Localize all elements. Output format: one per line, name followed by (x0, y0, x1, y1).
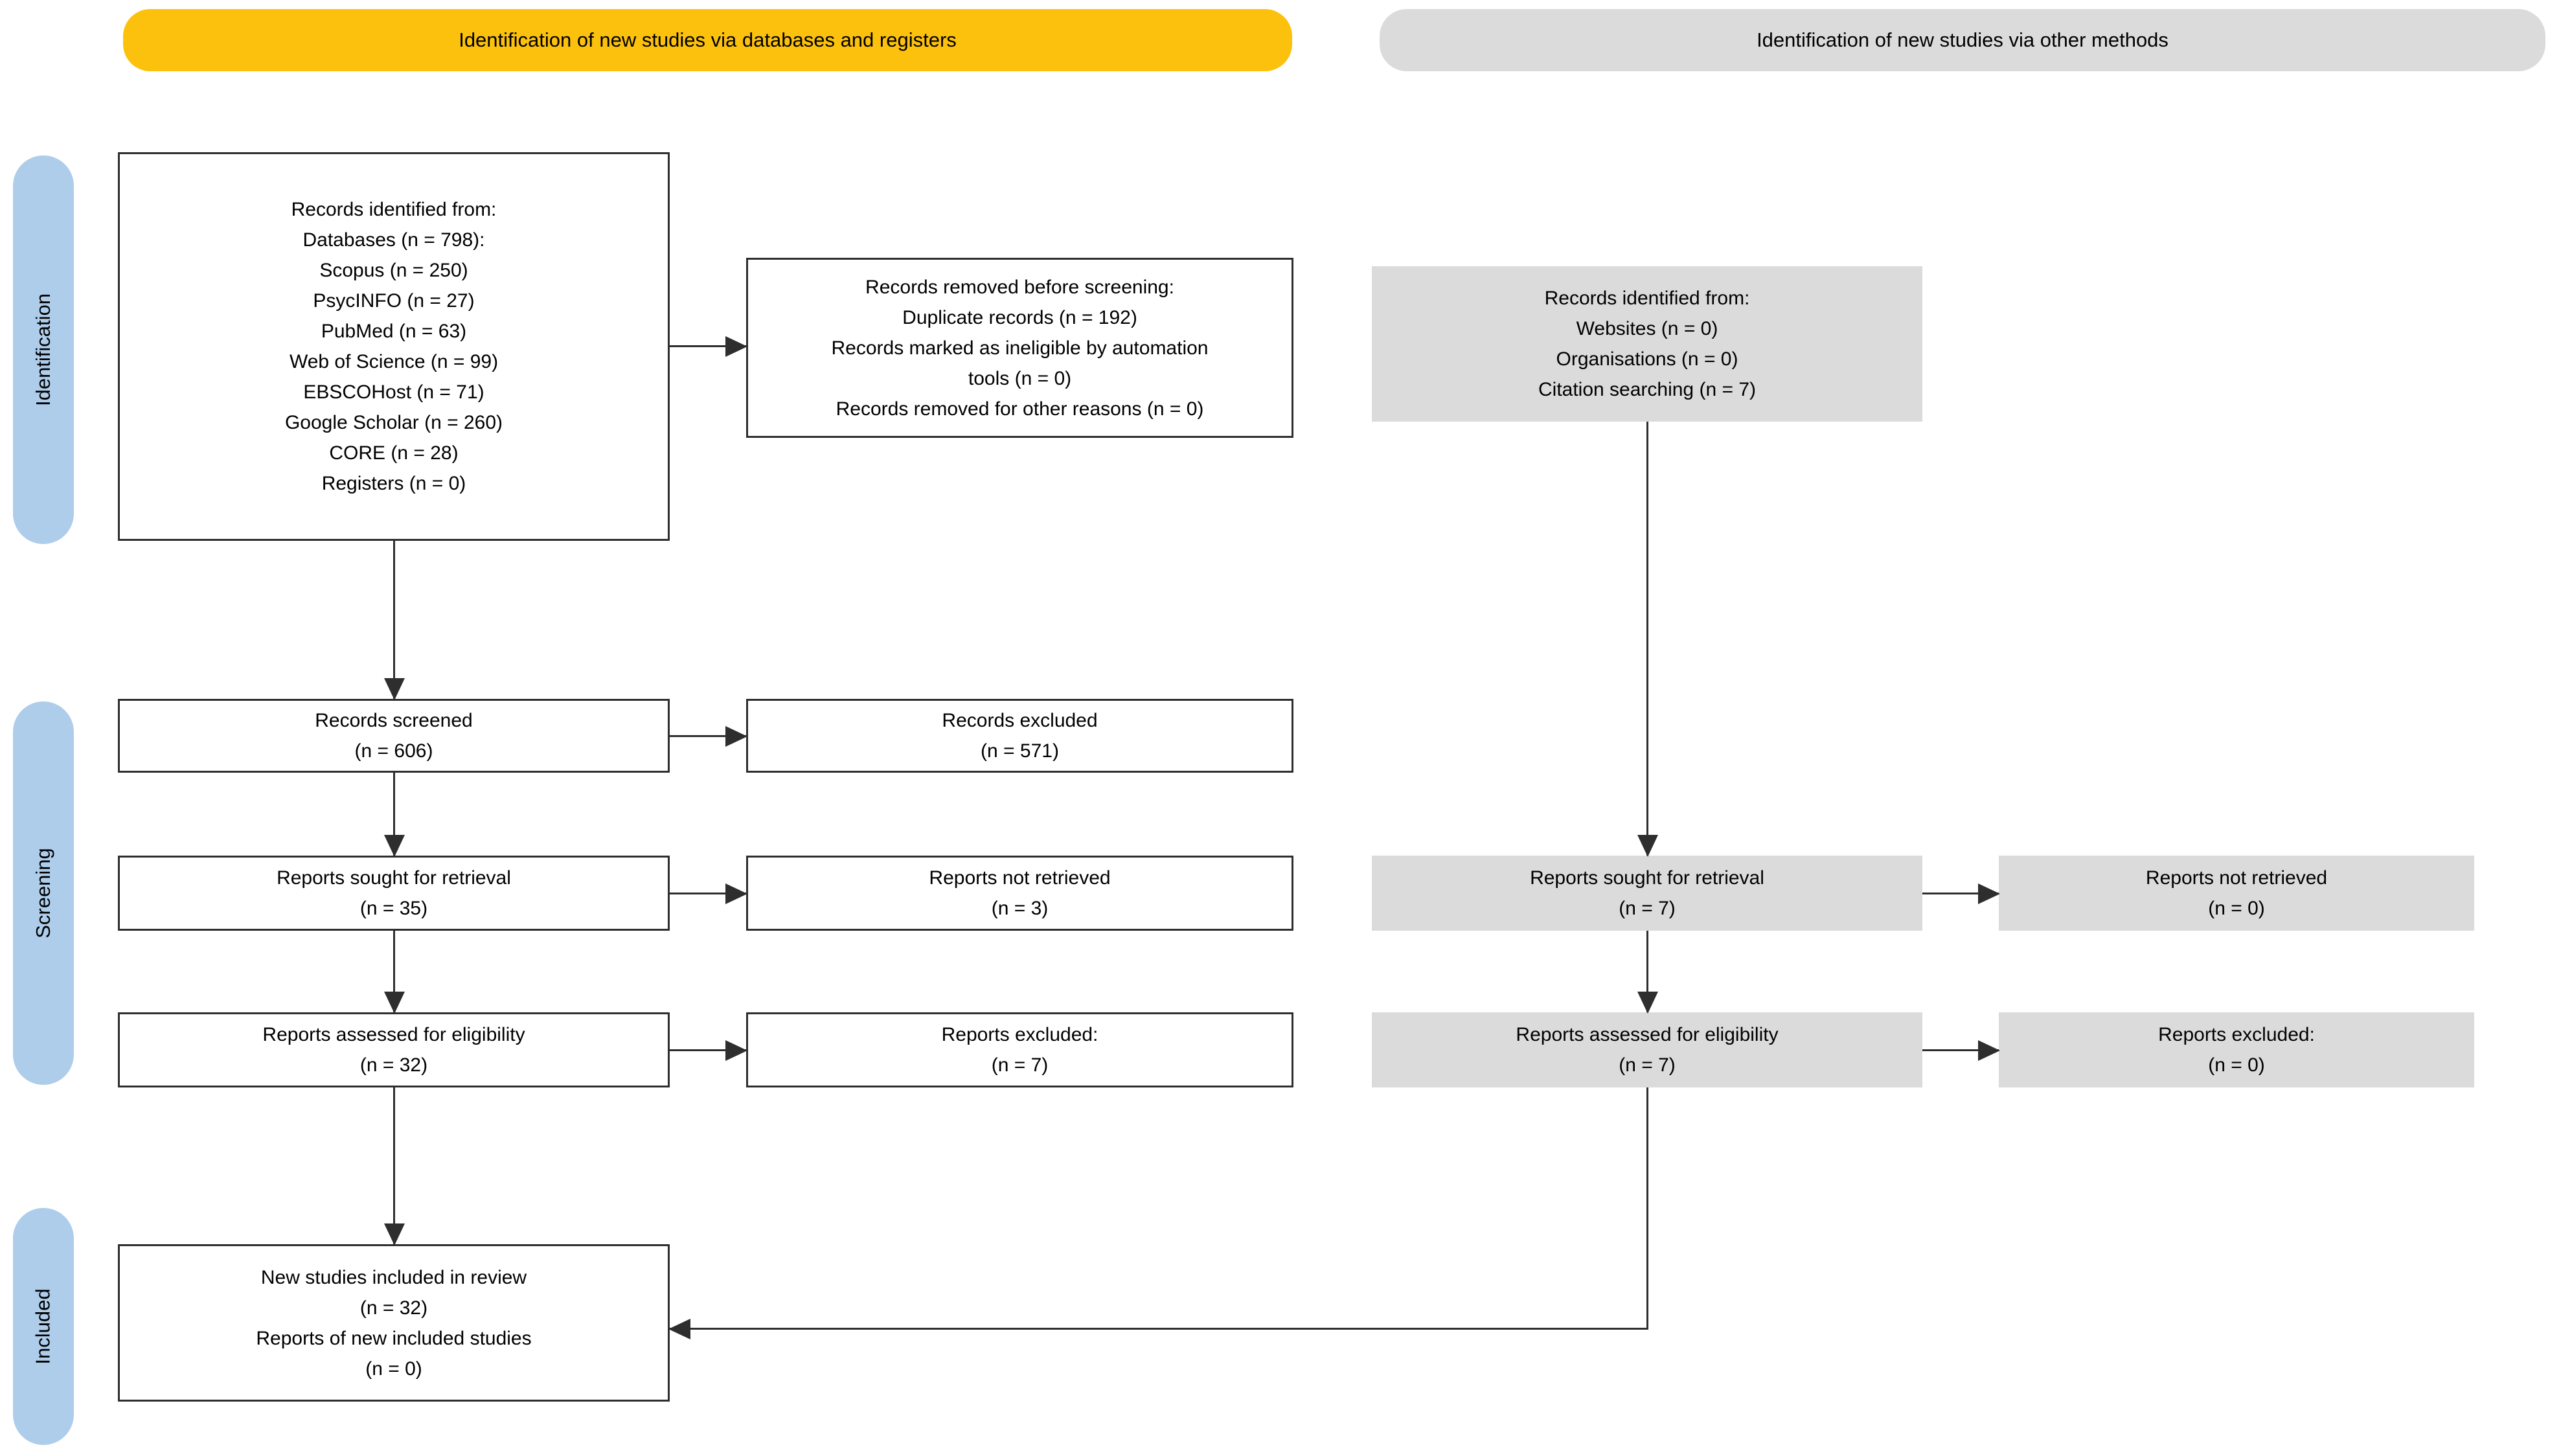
arrow-identified-to-screened (393, 541, 395, 699)
text-line: Records marked as ineligible by automati… (831, 337, 1209, 359)
arrow-assessed-to-excluded (670, 1049, 746, 1051)
text-line: New studies included in review (260, 1266, 527, 1288)
arrow-screened-to-excluded (670, 735, 746, 737)
text-line: (n = 3) (991, 898, 1049, 919)
text-line: Reports sought for retrieval (277, 867, 511, 889)
text-line: (n = 0) (2208, 898, 2265, 919)
banner-databases-registers: Identification of new studies via databa… (123, 9, 1292, 71)
text-line: Records excluded (942, 710, 1098, 731)
text-line: Records identified from: (291, 199, 497, 220)
box-reports-sought-databases: Reports sought for retrieval (n = 35) (118, 856, 670, 931)
text-line: Registers (n = 0) (321, 473, 466, 494)
text-line: CORE (n = 28) (329, 442, 459, 464)
text-line: (n = 7) (991, 1054, 1049, 1076)
text-line: Scopus (n = 250) (319, 260, 468, 281)
text-line: Google Scholar (n = 260) (284, 412, 503, 433)
stage-pill-screening: Screening (13, 701, 74, 1085)
text-line: Reports sought for retrieval (1530, 867, 1764, 889)
text-line: (n = 32) (359, 1297, 428, 1319)
arrow-sought-to-assessed (393, 931, 395, 1012)
text-line: (n = 7) (1619, 898, 1676, 919)
box-records-screened: Records screened (n = 606) (118, 699, 670, 773)
text-line: Records removed before screening: (865, 276, 1174, 298)
text-line: PubMed (n = 63) (321, 321, 467, 342)
arrow-other-sought-to-not-retrieved (1922, 893, 1999, 894)
box-reports-assessed-databases: Reports assessed for eligibility (n = 32) (118, 1012, 670, 1087)
text-line: (n = 606) (354, 740, 433, 762)
box-reports-excluded-other: Reports excluded: (n = 0) (1999, 1012, 2474, 1087)
text-line: (n = 7) (1619, 1054, 1676, 1076)
text-line: Reports not retrieved (929, 867, 1111, 889)
stage-label-identification: Identification (32, 293, 54, 407)
box-reports-not-retrieved-other: Reports not retrieved (n = 0) (1999, 856, 2474, 931)
arrow-assessed-to-included (393, 1087, 395, 1244)
box-reports-not-retrieved-databases: Reports not retrieved (n = 3) (746, 856, 1293, 931)
box-reports-assessed-other: Reports assessed for eligibility (n = 7) (1372, 1012, 1922, 1087)
text-line: Records identified from: (1544, 288, 1750, 309)
arrow-other-assessed-to-excluded (1922, 1049, 1999, 1051)
text-line: (n = 32) (359, 1054, 428, 1076)
arrow-other-assessed-to-included-vertical (1646, 1087, 1648, 1329)
text-line: Organisations (n = 0) (1556, 348, 1738, 370)
box-records-identified-other: Records identified from: Websites (n = 0)… (1372, 266, 1922, 422)
text-line: (n = 35) (359, 898, 428, 919)
arrow-other-identified-to-sought (1646, 422, 1648, 856)
text-line: Reports not retrieved (2145, 867, 2328, 889)
stage-pill-included: Included (13, 1208, 74, 1445)
arrow-other-sought-to-assessed (1646, 931, 1648, 1012)
text-line: Reports of new included studies (256, 1327, 532, 1349)
stage-pill-identification: Identification (13, 155, 74, 544)
stage-label-screening: Screening (32, 848, 54, 938)
text-line: Records removed for other reasons (n = 0… (836, 398, 1204, 420)
text-line: EBSCOHost (n = 71) (303, 381, 484, 403)
text-line: Citation searching (n = 7) (1538, 379, 1756, 400)
text-line: tools (n = 0) (968, 367, 1072, 389)
text-line: (n = 571) (981, 740, 1059, 762)
text-line: Databases (n = 798): (302, 229, 485, 251)
box-records-excluded: Records excluded (n = 571) (746, 699, 1293, 773)
text-line: Duplicate records (n = 192) (902, 306, 1137, 328)
text-line: Websites (n = 0) (1576, 318, 1718, 339)
arrow-screened-to-sought (393, 773, 395, 856)
text-line: (n = 0) (2208, 1054, 2265, 1076)
banner-other-methods: Identification of new studies via other … (1380, 9, 2545, 71)
arrow-other-assessed-to-included-horizontal (670, 1328, 1648, 1330)
box-reports-excluded-databases: Reports excluded: (n = 7) (746, 1012, 1293, 1087)
text-line: Reports excluded: (941, 1024, 1098, 1045)
text-line: Records screened (315, 710, 473, 731)
text-line: PsycINFO (n = 27) (313, 290, 475, 312)
stage-label-included: Included (32, 1288, 54, 1365)
text-line: Web of Science (n = 99) (289, 351, 499, 372)
arrow-sought-to-not-retrieved (670, 893, 746, 894)
box-records-removed-before-screening: Records removed before screening: Duplica… (746, 258, 1293, 438)
text-line: Reports assessed for eligibility (262, 1024, 525, 1045)
box-records-identified-databases: Records identified from: Databases (n = 7… (118, 152, 670, 541)
box-new-studies-included: New studies included in review (n = 32) Re… (118, 1244, 670, 1402)
box-reports-sought-other: Reports sought for retrieval (n = 7) (1372, 856, 1922, 931)
text-line: Reports assessed for eligibility (1516, 1024, 1779, 1045)
text-line: Reports excluded: (2158, 1024, 2315, 1045)
arrow-identified-to-removed (670, 345, 746, 347)
text-line: (n = 0) (365, 1358, 422, 1380)
